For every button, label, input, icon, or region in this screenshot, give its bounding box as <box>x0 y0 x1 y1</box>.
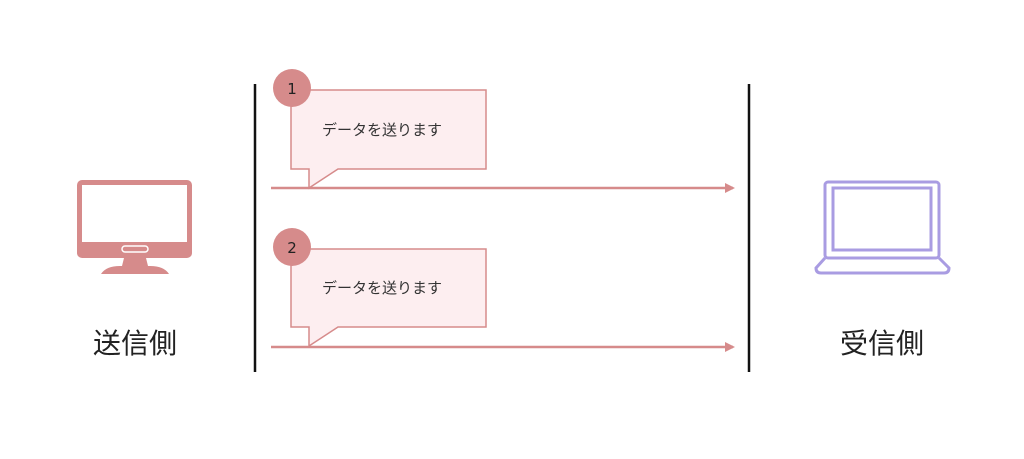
message-1: 1 データを送ります <box>271 69 735 193</box>
speech-bubble <box>290 89 487 190</box>
message-text: データを送ります <box>322 121 442 139</box>
step-badge <box>273 228 311 266</box>
laptop-icon <box>814 180 951 275</box>
message-text: データを送ります <box>322 279 442 297</box>
receiver-label: 受信側 <box>840 327 924 360</box>
step-number: 2 <box>287 239 297 257</box>
step-badge <box>273 69 311 107</box>
desktop-monitor-icon <box>77 180 192 274</box>
sender-label: 送信側 <box>93 327 177 360</box>
speech-bubble <box>290 248 487 348</box>
step-number: 1 <box>287 80 297 98</box>
message-2: 2 データを送ります <box>271 228 735 352</box>
